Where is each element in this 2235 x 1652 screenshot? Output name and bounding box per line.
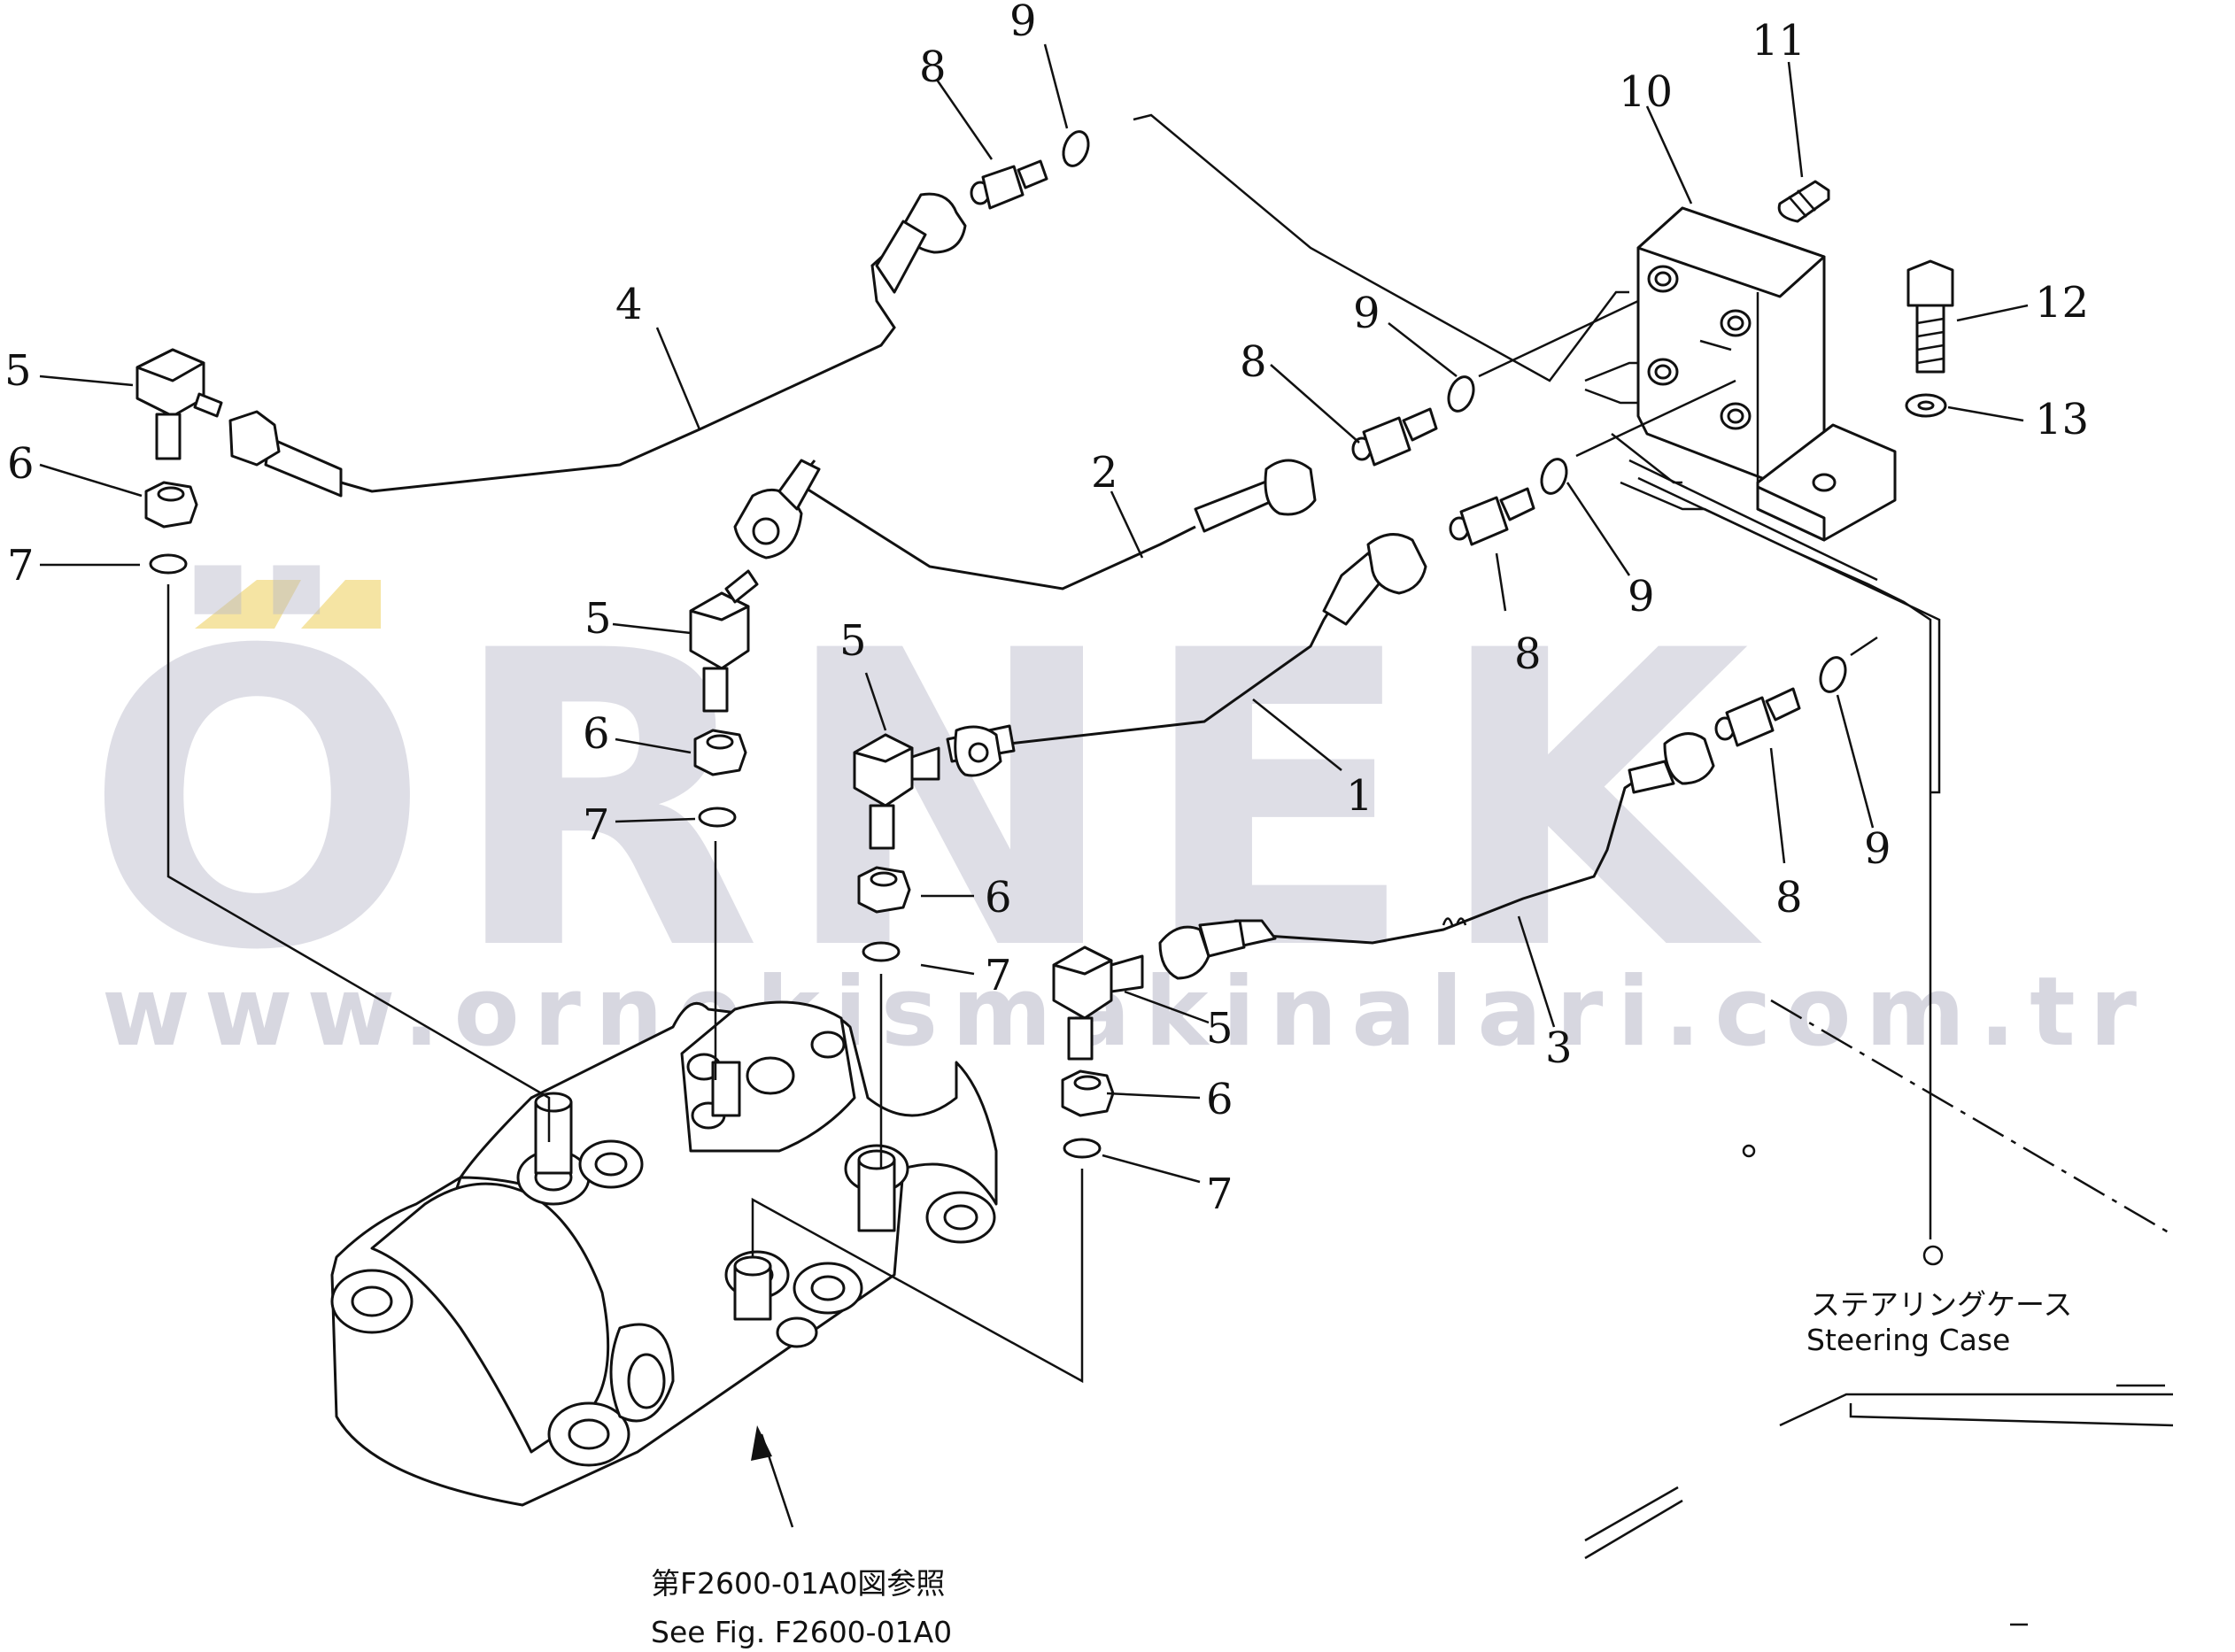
fitting-pipe-2-left [733,459,821,560]
leader-lines [39,43,2029,1528]
callout-10: 10 [1619,67,1673,117]
fitting-pipe-4-left [228,410,343,498]
callout-5: 5 [839,616,867,666]
fitting-pipe-1-right [1366,533,1427,595]
callout-9: 9 [1628,572,1655,621]
elbow-5d [1052,946,1144,1061]
connection-lines [166,113,1878,1384]
connector-8c [1449,487,1535,546]
pipe-4 [340,192,967,493]
callout-7: 7 [7,541,35,591]
callout-12: 12 [2035,278,2089,328]
elbow-5a [135,348,223,460]
callout-5: 5 [4,346,32,396]
callout-7: 7 [1206,1170,1234,1219]
fitting-pipe-3-right [1663,732,1715,785]
callout-6: 6 [1206,1075,1234,1124]
fitting-pipe-2-right [1264,459,1317,516]
notes: ステアリングケース Steering Case 第F2600-01A0図参照 S… [651,1287,2072,1649]
callout-3: 3 [1545,1023,1573,1073]
nut-6b [693,729,747,776]
callout-labels: 9 8 4 5 6 7 8 9 2 5 6 7 5 6 7 1 8 9 5 6 … [4,0,2089,1219]
bolt-12 [1906,259,1954,374]
connector-8b [1351,407,1438,467]
connector-8a [970,159,1048,210]
bracket-10 [1584,206,1897,542]
steering-case-label-en: Steering Case [1806,1323,2010,1357]
steering-case-label-jp: ステアリングケース [1811,1287,2072,1322]
plug-11 [1777,180,1830,223]
nut-6c [857,866,911,914]
callout-11: 11 [1752,16,1806,66]
callout-13: 13 [2035,395,2089,444]
connector-8 [970,159,1801,747]
callout-7: 7 [583,800,610,850]
callout-9: 9 [1353,289,1380,338]
valve-body [330,1000,998,1507]
watermark-accent-right [301,580,381,629]
callout-8: 8 [1240,337,1267,387]
nut-6a [144,481,198,529]
callout-8: 8 [919,42,947,92]
see-figure-label-en: See Fig. F2600-01A0 [651,1615,952,1649]
o-ring-7 [149,553,1102,1159]
callout-5: 5 [1206,1004,1234,1054]
callout-4: 4 [615,280,643,329]
pipe-3 [1234,760,1675,949]
callout-6: 6 [985,873,1012,922]
washer-13 [1905,393,1947,418]
callout-8: 8 [1514,629,1542,679]
see-fig-arrowhead [751,1425,772,1461]
callout-1: 1 [1346,771,1373,821]
callout-9: 9 [1864,824,1891,874]
o-ring-9 [1062,130,1847,693]
see-figure-label-jp: 第F2600-01A0図参照 [651,1566,945,1601]
watermark-brand: ÖRNEK [84,561,1767,1039]
elbow-5c [853,733,940,850]
callout-6: 6 [7,439,35,489]
connector-8d [1714,687,1801,747]
fitting-pipe-1-left [946,724,1016,777]
callout-5: 5 [584,594,612,644]
callout-8: 8 [1775,873,1803,922]
callout-9: 9 [1009,0,1037,46]
fitting-pipe-3-left [1158,919,1246,980]
callout-7: 7 [985,951,1012,1000]
steering-case-outline [1584,433,2174,1626]
callout-2: 2 [1091,448,1118,498]
callout-6: 6 [583,709,610,759]
watermark-accent-left [195,580,301,629]
pipe-1 [1009,552,1388,745]
nut-6d [1061,1069,1115,1117]
elbow-5b [689,569,759,713]
watermark: ÖRNEK www.ornekismakinalari.com.tr [84,561,2137,1068]
